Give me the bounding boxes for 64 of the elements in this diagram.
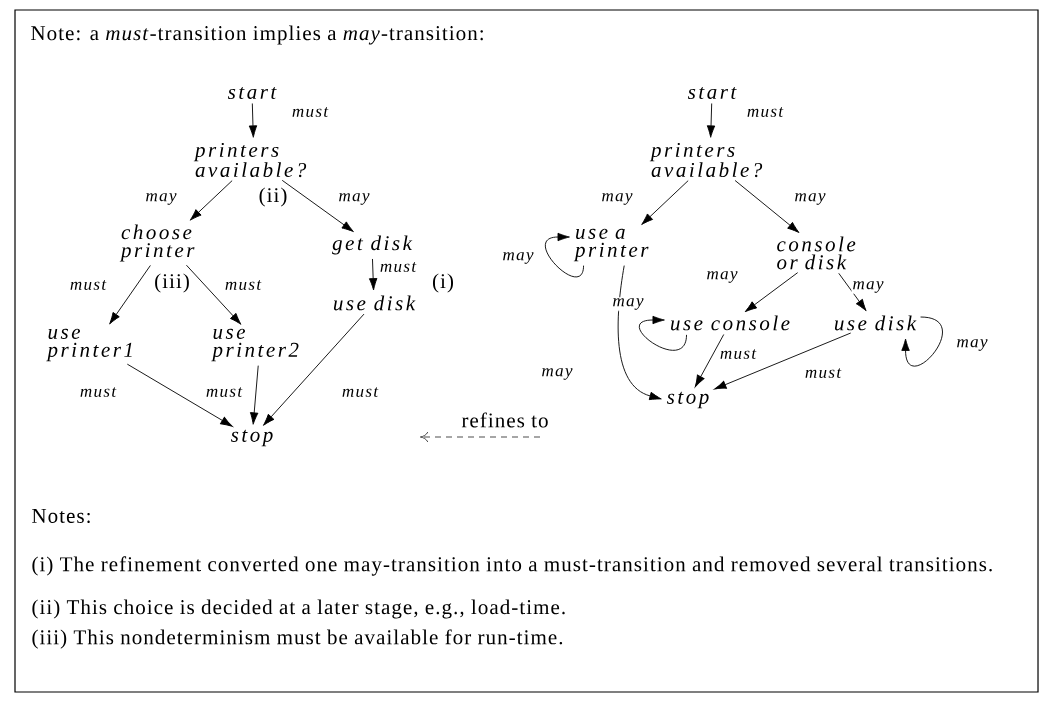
edge-label: may (600, 192, 634, 206)
arrow (838, 272, 867, 312)
state-label: printers available? (193, 142, 307, 178)
arrow (734, 180, 800, 233)
state-label: use disk (834, 315, 917, 331)
arrow (714, 332, 852, 390)
edge-label: may (337, 192, 371, 206)
note-text: (i) (432, 273, 453, 293)
state-label: get disk (332, 235, 413, 255)
edge-label: must (718, 348, 758, 360)
state-label: stop (230, 429, 273, 447)
arrow (185, 264, 242, 325)
state-label: stop (666, 391, 709, 409)
note-text: (iii) This nondeterminism must be available for run-time. (32, 629, 563, 649)
arrow (641, 180, 689, 225)
state-label: use a printer (573, 228, 649, 262)
edge-label: must (68, 279, 108, 291)
note-text: (i) The refinement converted one may-transition into a must-transition and removed several transitions. (32, 556, 992, 576)
arrow (639, 315, 687, 351)
note-text: refines to (461, 412, 548, 428)
edge-label: must (803, 367, 843, 379)
note-text: (iii) (155, 273, 189, 293)
title: Note: a must-transition implies a may-transition: (31, 25, 483, 45)
arrow (263, 313, 365, 426)
edge-label: may (611, 297, 645, 311)
edge-label: may (540, 367, 574, 381)
arrow (126, 363, 233, 427)
state-label: console or disk (777, 236, 856, 270)
arrow (281, 179, 354, 233)
arrow (744, 272, 799, 313)
state-label: start (227, 87, 277, 100)
state-label: use disk (333, 295, 416, 311)
arrow (368, 258, 378, 291)
edge-label: must (223, 279, 263, 291)
edge-label: may (793, 192, 827, 206)
arrow (901, 316, 943, 367)
arrow (694, 334, 725, 388)
edge-label: may (705, 270, 739, 284)
edge-label: must (745, 106, 785, 118)
arrow (544, 232, 584, 278)
edge-label: must (78, 386, 118, 398)
edge-label: may (144, 192, 178, 206)
note-text: Notes: (32, 509, 90, 524)
note-text: (ii) (259, 187, 287, 207)
arrow (248, 103, 258, 138)
state-label: start (687, 87, 737, 100)
edge-label: must (204, 386, 244, 398)
arrow (189, 180, 233, 221)
arrow (249, 365, 259, 425)
state-label: use printer1 (46, 328, 132, 362)
state-label: printers available? (649, 142, 763, 178)
arrow (706, 103, 716, 138)
note-text: (ii) This choice is decided at a later stage, e.g., load-time. (32, 599, 565, 619)
edge-label: must (290, 106, 330, 118)
state-label: use console (671, 315, 790, 331)
edge-label: may (501, 251, 535, 265)
edge-label: must (340, 386, 380, 398)
edge-label: must (378, 261, 418, 273)
edge-label: may (955, 338, 989, 352)
edge-label: may (851, 280, 885, 294)
arrow (109, 265, 151, 325)
arrow (617, 265, 662, 401)
state-label: choose printer (119, 224, 195, 262)
state-label: use printer2 (211, 328, 299, 362)
